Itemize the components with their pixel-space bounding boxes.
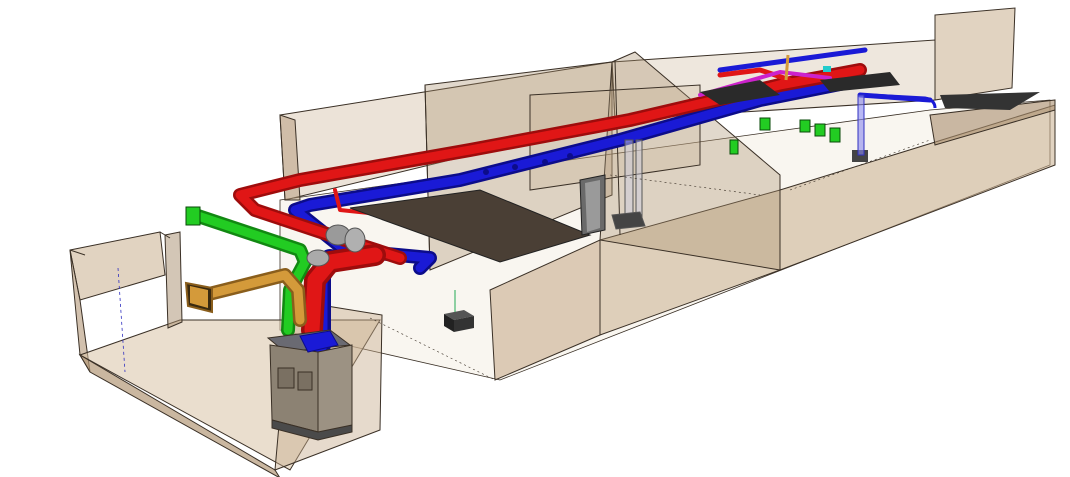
fresh-air-grille bbox=[185, 206, 201, 226]
shaft-left bbox=[624, 139, 634, 221]
exhaust-grille-face bbox=[190, 286, 208, 308]
annex-wall-edge bbox=[69, 249, 86, 256]
guide-line-2 bbox=[609, 174, 761, 196]
annex-guide-line bbox=[117, 267, 126, 373]
slab-right-3 bbox=[940, 92, 1040, 110]
door-frame bbox=[579, 174, 606, 236]
slab-right-2 bbox=[820, 72, 900, 92]
intake-grilles bbox=[184, 206, 213, 314]
floor-device bbox=[444, 290, 474, 332]
duct-outlet-2 bbox=[567, 153, 573, 159]
counter-slab bbox=[349, 189, 592, 263]
back-wall-end bbox=[934, 7, 1016, 101]
green-unit-2 bbox=[799, 119, 811, 133]
green-unit-3 bbox=[814, 123, 826, 137]
air-handling-unit bbox=[266, 329, 353, 441]
floor-device-body bbox=[444, 314, 454, 332]
annex-wall-edge-2 bbox=[159, 231, 171, 239]
guide-line-1 bbox=[369, 317, 496, 381]
supply-duct-riser-highlight bbox=[304, 247, 383, 338]
equipment-right-room bbox=[700, 54, 1040, 162]
duct-joint-2 bbox=[344, 227, 366, 253]
ahu-panel-2 bbox=[297, 371, 313, 391]
shaft-base bbox=[611, 211, 646, 230]
ahu-blue-collar bbox=[299, 330, 339, 353]
ahu-base bbox=[271, 419, 353, 441]
annex-partition bbox=[164, 231, 183, 329]
orange-mast bbox=[784, 54, 790, 81]
exhaust-duct-highlight bbox=[200, 270, 305, 325]
floor-device-side bbox=[454, 316, 474, 332]
green-unit-1 bbox=[759, 117, 771, 131]
vertical-pipe-blue bbox=[857, 94, 865, 156]
secondary-duct-blue-top bbox=[717, 47, 868, 73]
annex-front-wall bbox=[78, 353, 280, 477]
ahu-panel-1 bbox=[277, 367, 295, 389]
blue-return-curve bbox=[869, 93, 937, 109]
shaft-right bbox=[635, 139, 643, 221]
duct-joint-3 bbox=[306, 249, 330, 267]
fresh-air-duct-highlight bbox=[190, 210, 310, 335]
duct-outlet-1 bbox=[542, 159, 548, 165]
duct-outlet-4 bbox=[512, 164, 518, 170]
annex-room-left bbox=[69, 231, 383, 477]
door-inner bbox=[585, 180, 600, 232]
green-unit-4 bbox=[829, 127, 841, 143]
duct-outlet-3 bbox=[483, 169, 489, 175]
partition-edge-2 bbox=[424, 84, 431, 271]
ahu-side bbox=[317, 344, 353, 439]
guide-lines bbox=[369, 139, 931, 381]
duct-fittings bbox=[306, 153, 573, 267]
vertical-shaft bbox=[611, 139, 646, 230]
green-unit-5 bbox=[729, 139, 739, 155]
annex-back-wall bbox=[69, 231, 166, 301]
cyan-unit bbox=[823, 66, 831, 72]
slab-right-1 bbox=[700, 80, 780, 105]
